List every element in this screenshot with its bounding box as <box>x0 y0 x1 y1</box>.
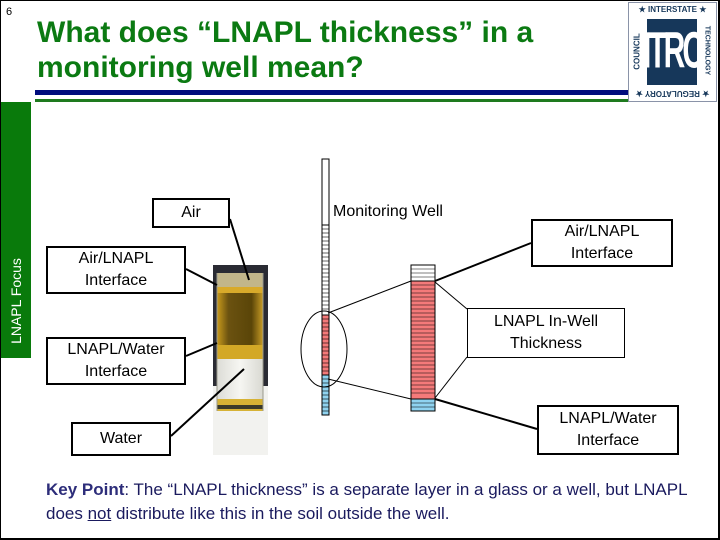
callout-glass-air-lnapl: Air/LNAPL Interface <box>46 246 186 294</box>
glass-photo <box>213 265 268 455</box>
title-rule-blue <box>35 90 629 95</box>
callout-air: Air <box>152 198 230 228</box>
callout-lnapl-thickness: LNAPL In-Well Thickness <box>467 308 625 358</box>
callout-well-air-lnapl: Air/LNAPL Interface <box>531 219 673 267</box>
key-point: Key Point: The “LNAPL thickness” is a se… <box>46 478 716 526</box>
logo-mark-text: ITRC <box>643 23 704 80</box>
title-rule-green <box>35 99 629 102</box>
key-point-text-2: distribute like this in the soil outside… <box>111 504 450 523</box>
logo-mark: ITRC <box>643 19 704 85</box>
sidebar-band <box>1 102 31 358</box>
callout-water: Water <box>71 422 171 456</box>
monitoring-well-pipe <box>321 158 330 416</box>
enlarged-well-section <box>410 264 436 412</box>
itrc-logo: ★ INTERSTATE ★ COUNCIL ITRC TECHNOLOGY ★… <box>628 2 717 102</box>
monitoring-well-label: Monitoring Well <box>333 203 443 220</box>
logo-text-top: ★ INTERSTATE ★ <box>638 5 707 14</box>
pipe-slots <box>322 228 329 412</box>
key-point-text-1: : The “LNAPL thickness” is a separate la… <box>46 480 687 523</box>
key-point-label: Key Point <box>46 480 125 499</box>
enlarged-slots <box>411 268 435 408</box>
callout-glass-lnapl-water: LNAPL/Water Interface <box>46 337 186 385</box>
callout-well-lnapl-water: LNAPL/Water Interface <box>537 405 679 455</box>
page-title: What does “LNAPL thickness” in a monitor… <box>37 16 534 84</box>
slide-number: 6 <box>6 6 13 18</box>
key-point-emphasis: not <box>87 504 112 523</box>
